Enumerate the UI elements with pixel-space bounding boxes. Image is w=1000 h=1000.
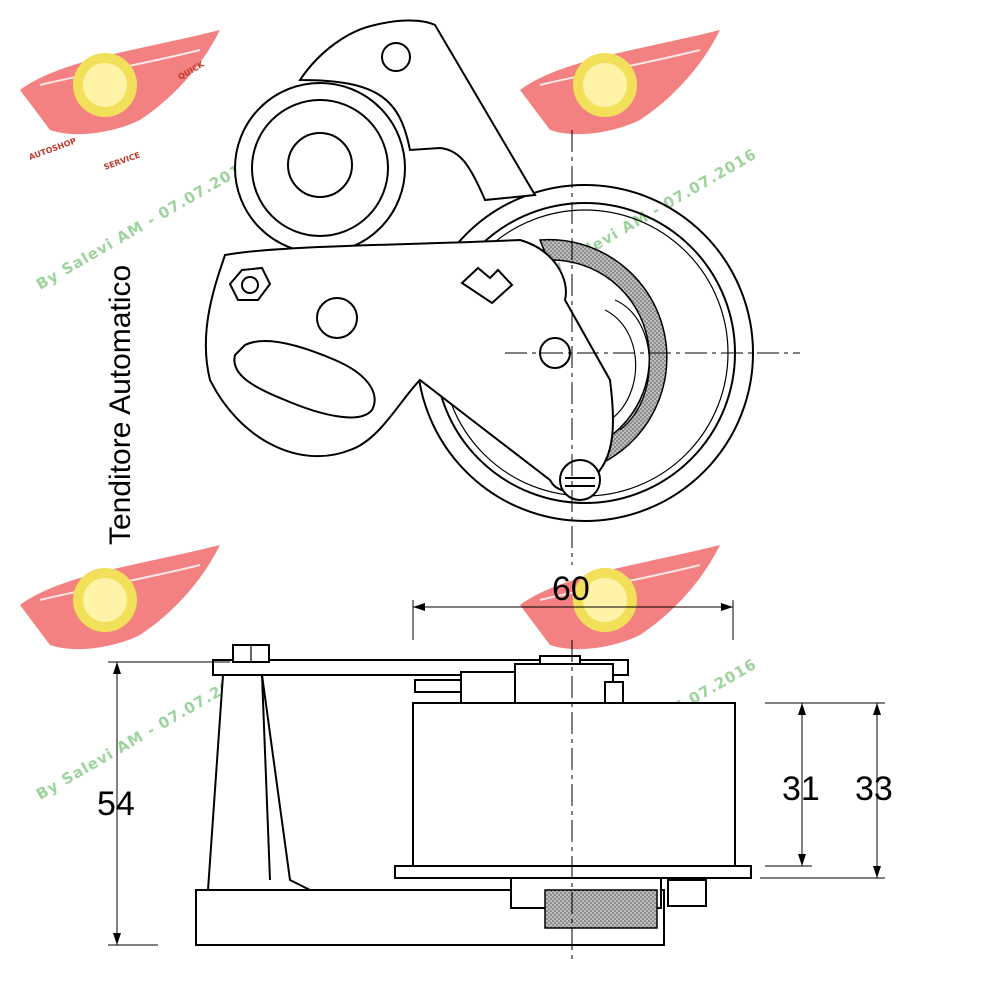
watermark-logo — [519, 544, 721, 651]
mounting-hole-top — [381, 42, 411, 72]
side-pulley-body — [412, 702, 736, 867]
tensioner-side-view — [195, 640, 752, 960]
dimension-height-total: 54 — [97, 661, 230, 946]
lever-hole — [316, 297, 358, 339]
adjuster-nut — [228, 266, 272, 301]
drawing-side-label: Tenditore Automatico — [104, 265, 137, 545]
lever-slot — [233, 339, 376, 419]
slotted-screw — [559, 459, 601, 501]
eccentric-disk — [234, 82, 406, 254]
mounting-arm — [298, 19, 537, 202]
dimension-height-outer: 33 — [760, 702, 893, 879]
side-spring-hatch — [544, 889, 658, 929]
dimension-width: 60 — [412, 570, 734, 640]
indicator-tab — [460, 266, 514, 305]
watermark-logo-label: AUTOSHOP — [28, 136, 78, 162]
dimension-height-outer-label: 33 — [855, 770, 893, 808]
watermark-logo — [519, 29, 721, 136]
watermark-logo — [19, 544, 221, 651]
tensioner-top-view — [204, 19, 800, 565]
watermark-logo — [19, 29, 221, 136]
dimension-height-pulley-label: 31 — [782, 770, 820, 808]
side-hub — [514, 663, 614, 704]
side-flange — [394, 865, 752, 879]
dimension-width-label: 60 — [552, 570, 590, 608]
eccentric-hole — [287, 132, 353, 198]
dimension-height-total-label: 54 — [97, 785, 135, 823]
dimension-height-pulley: 31 — [765, 702, 820, 867]
watermark-logo-label: SERVICE — [103, 150, 142, 171]
